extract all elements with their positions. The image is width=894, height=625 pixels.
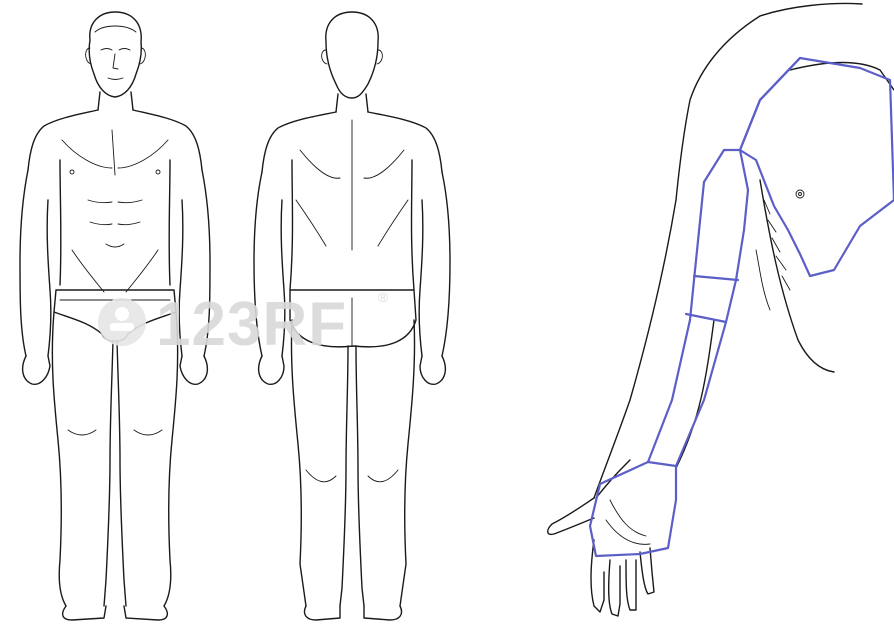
arm-chest-figure [548, 4, 894, 617]
elbow-band-bottom [686, 314, 726, 322]
dermatome-zones [590, 58, 894, 556]
watermark-text: 123RF [156, 290, 347, 359]
watermark-logo: 123RF ® [98, 289, 389, 359]
hand-zone [590, 462, 676, 556]
shoulder-zone [704, 58, 800, 182]
watermark-registered-mark: ® [378, 289, 389, 305]
elbow-band-top [694, 276, 738, 280]
upper-arm-inner-line [736, 150, 748, 280]
chest-zone [740, 58, 894, 276]
